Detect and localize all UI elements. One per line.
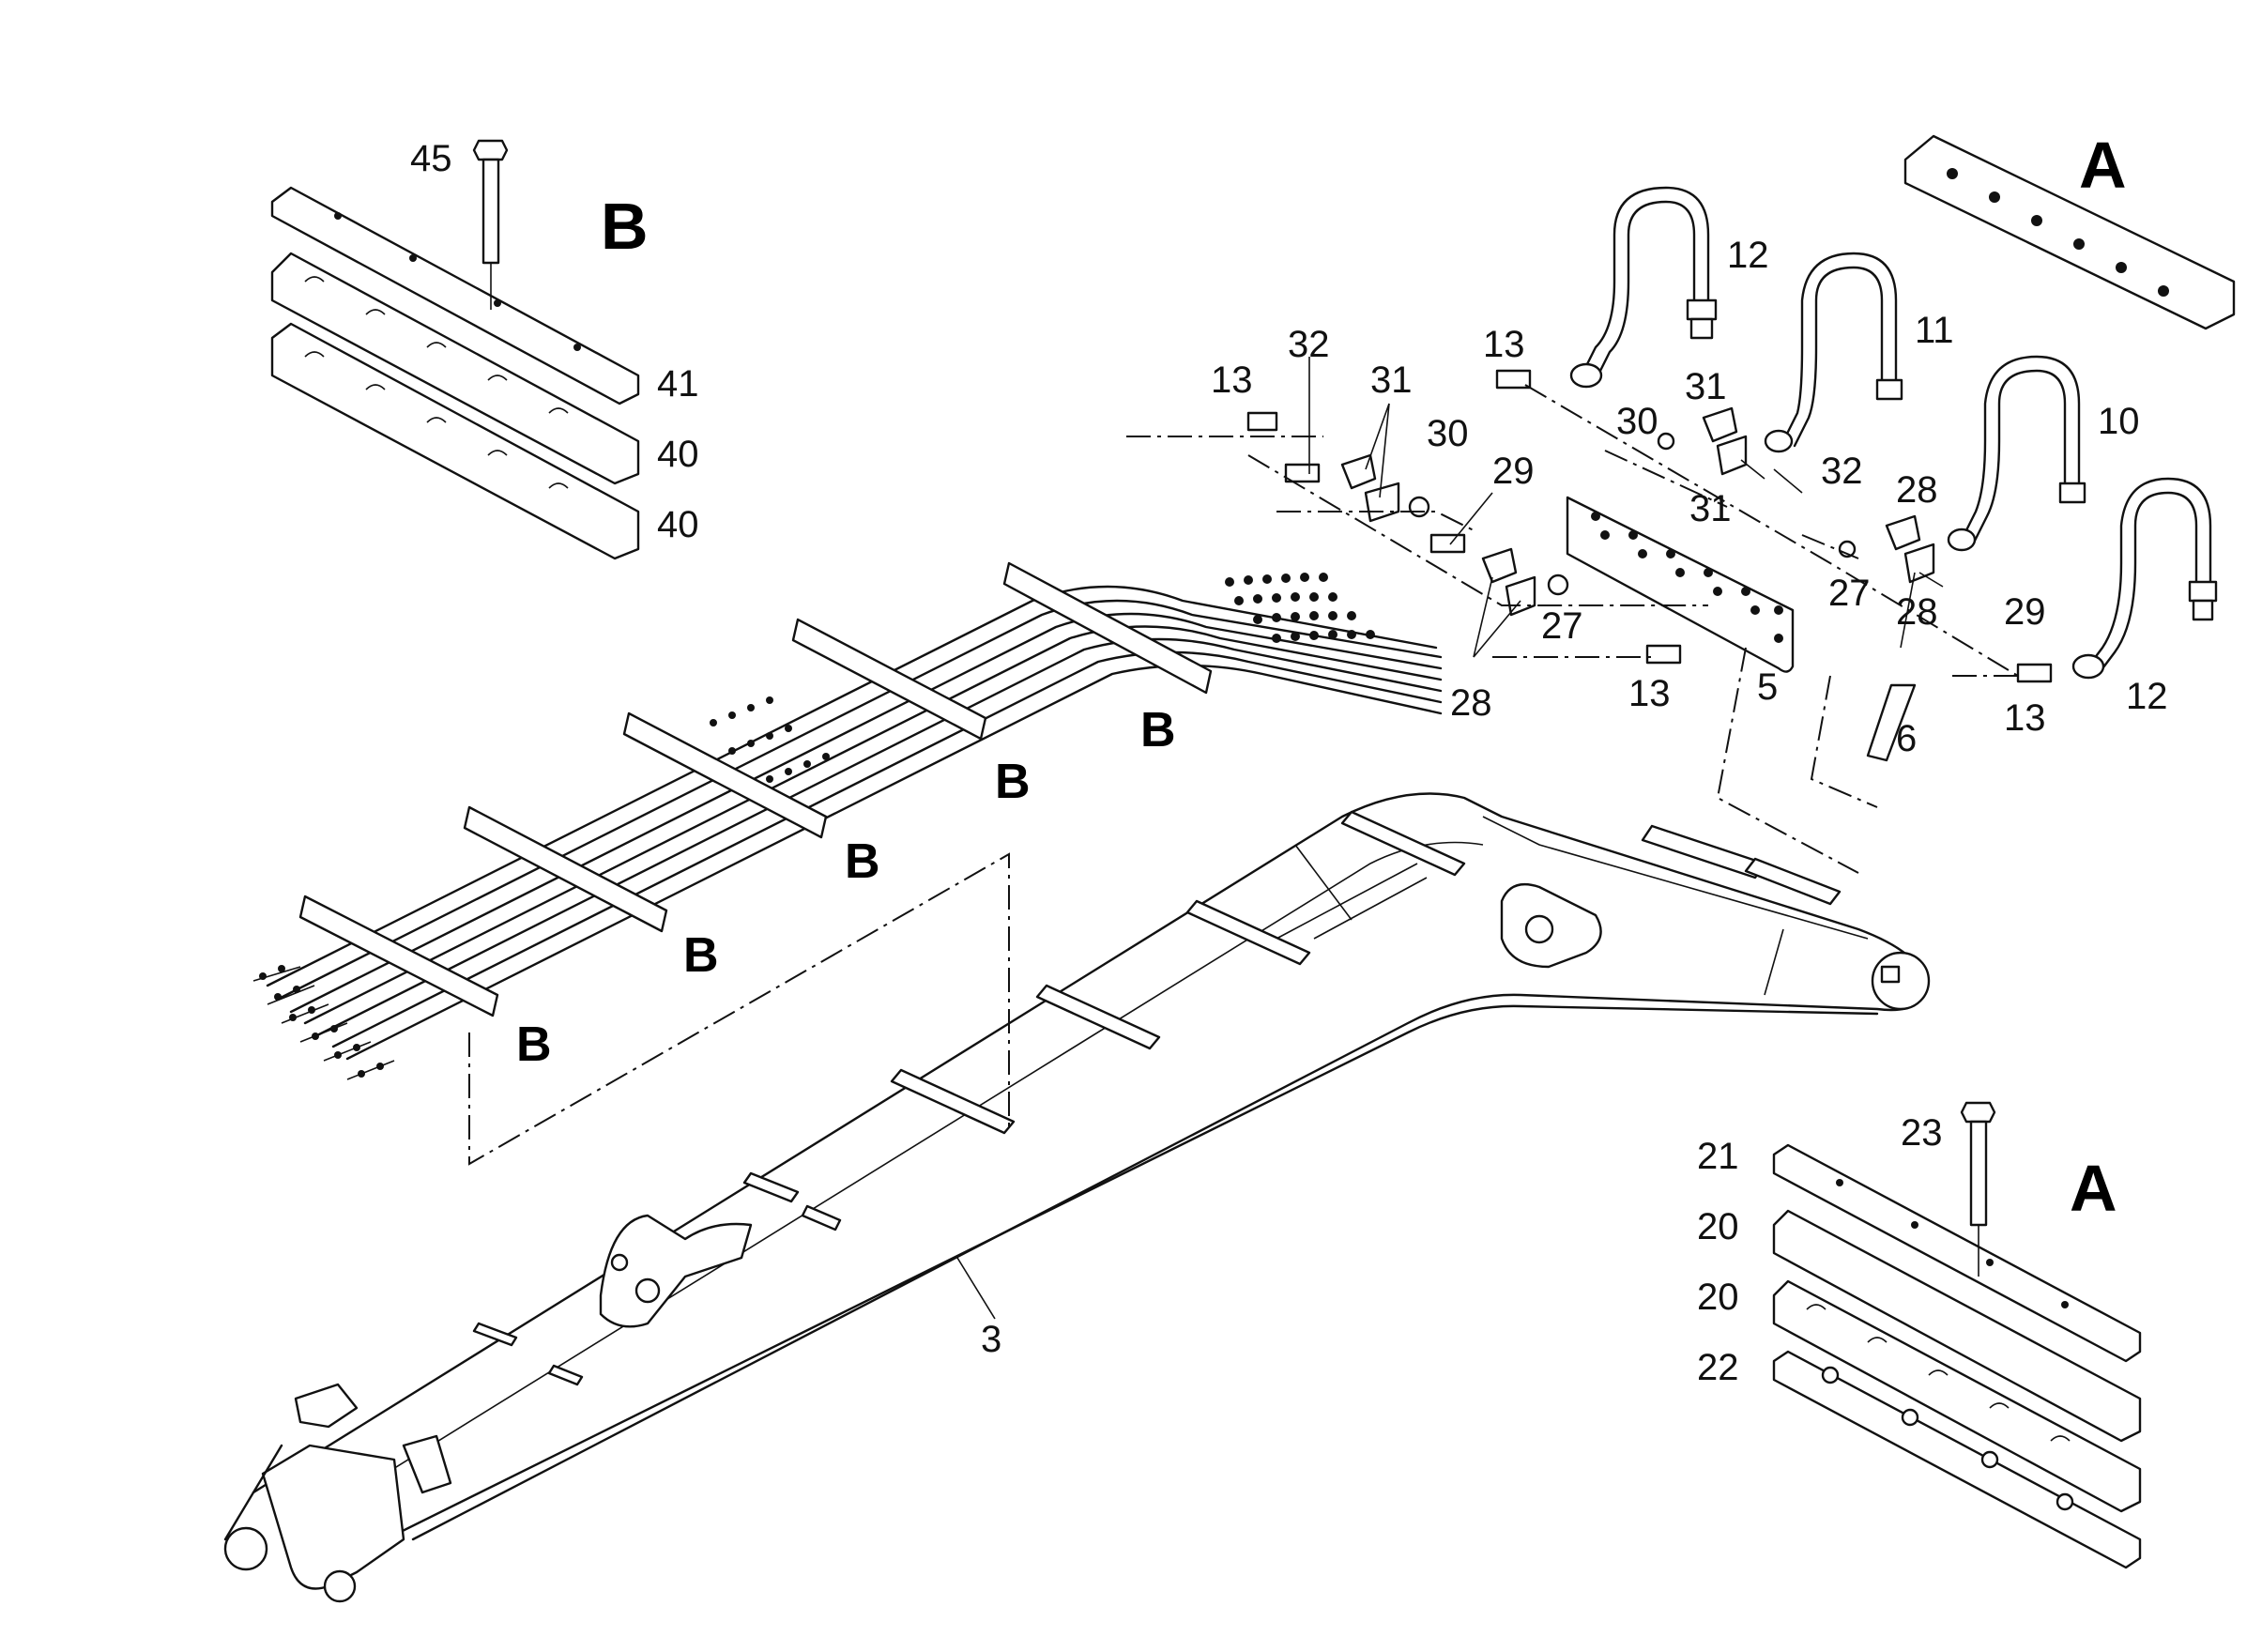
callout-10: 10 <box>2098 401 2140 442</box>
view-letter-b5: B <box>516 1017 552 1072</box>
callout-3: 3 <box>981 1319 1001 1360</box>
detail-b-clamp <box>270 139 640 560</box>
callout-32a: 32 <box>1288 324 1330 365</box>
callout-11: 11 <box>1915 310 1954 351</box>
callout-6: 6 <box>1896 718 1917 759</box>
callout-12a: 12 <box>1727 235 1769 276</box>
fittings <box>468 186 2218 1166</box>
view-letter-a-detail: A <box>2070 1152 2117 1225</box>
callout-29b: 29 <box>2004 591 2046 633</box>
view-letter-a-top: A <box>2079 129 2127 202</box>
callout-30b: 30 <box>1616 401 1658 442</box>
callout-29a: 29 <box>1492 451 1535 492</box>
callout-31c: 31 <box>1689 488 1732 529</box>
callout-31a: 31 <box>1370 359 1413 401</box>
hose-bundle <box>252 496 1795 1080</box>
callout-40b: 40 <box>657 504 699 545</box>
detail-a-clamp-small <box>1903 134 2236 330</box>
callout-13c: 13 <box>1483 324 1525 365</box>
view-letter-b4: B <box>683 928 719 983</box>
callout-28a: 28 <box>1450 682 1492 724</box>
callout-32b: 32 <box>1821 451 1863 492</box>
callout-22: 22 <box>1697 1347 1739 1388</box>
callout-12b: 12 <box>2126 676 2168 717</box>
callout-13b: 13 <box>1628 673 1671 714</box>
view-letter-b3: B <box>845 834 880 889</box>
callout-28c: 28 <box>1896 591 1938 633</box>
callout-41: 41 <box>657 363 699 405</box>
view-letter-b-top: B <box>601 190 649 263</box>
detail-a-clamp <box>1772 1101 2142 1569</box>
callout-27a: 27 <box>1541 605 1583 647</box>
callout-5: 5 <box>1757 666 1778 708</box>
boom-arm <box>223 792 1931 1603</box>
callout-20a: 20 <box>1697 1206 1739 1247</box>
callout-28b: 28 <box>1896 469 1938 511</box>
callout-40a: 40 <box>657 434 699 475</box>
view-letter-b1: B <box>1140 703 1176 757</box>
callout-27b: 27 <box>1828 573 1871 614</box>
callout-21: 21 <box>1697 1136 1739 1177</box>
callout-13d: 13 <box>2004 697 2046 739</box>
callout-13a: 13 <box>1211 359 1253 401</box>
callout-31b: 31 <box>1685 366 1727 407</box>
callout-23: 23 <box>1901 1112 1943 1154</box>
callout-20b: 20 <box>1697 1277 1739 1318</box>
view-letter-b2: B <box>995 755 1031 809</box>
callout-45: 45 <box>410 138 452 179</box>
callout-30a: 30 <box>1427 413 1469 454</box>
